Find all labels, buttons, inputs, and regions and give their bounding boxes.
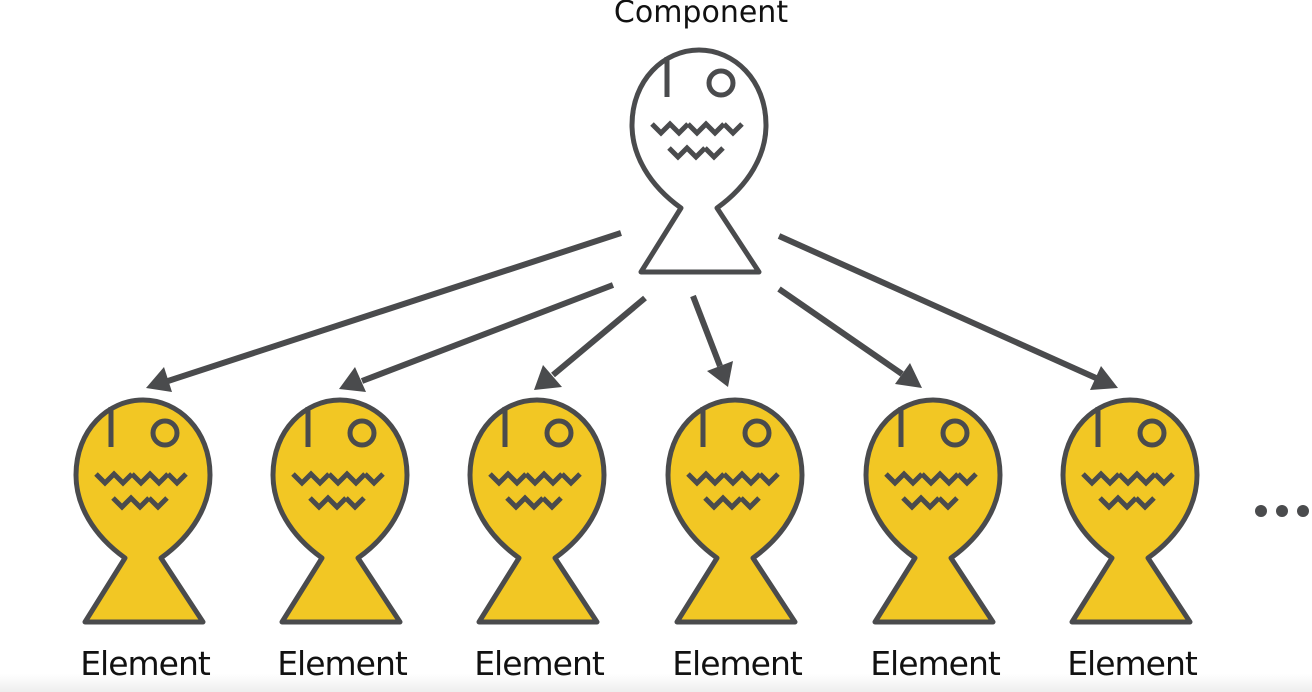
element-fish-icon — [1060, 397, 1200, 625]
component-fish-icon — [629, 47, 769, 275]
element-fish-body — [863, 397, 1003, 625]
arrow-to-element-1 — [146, 230, 622, 392]
arrow-to-element-2 — [339, 282, 615, 392]
arrows — [146, 230, 1118, 392]
arrow-to-element-3 — [534, 295, 647, 390]
arrow-to-element-5 — [777, 286, 922, 388]
arrow-to-element-4 — [690, 294, 733, 387]
element-fish-body — [73, 397, 213, 625]
element-fish-icon — [270, 397, 410, 625]
element-fish-icon — [863, 397, 1003, 625]
element-fish-icon — [467, 397, 607, 625]
element-fish-icon — [73, 397, 213, 625]
component-fish-body — [629, 47, 769, 275]
element-fish-body — [270, 397, 410, 625]
ellipsis-icon — [1255, 505, 1309, 517]
element-fish-body — [665, 397, 805, 625]
arrow-to-element-6 — [777, 233, 1118, 390]
component-label: Component — [614, 0, 788, 30]
element-fish-body — [1060, 397, 1200, 625]
element-fish-body — [467, 397, 607, 625]
element-fish-icon — [665, 397, 805, 625]
bottom-fade — [0, 674, 1312, 692]
